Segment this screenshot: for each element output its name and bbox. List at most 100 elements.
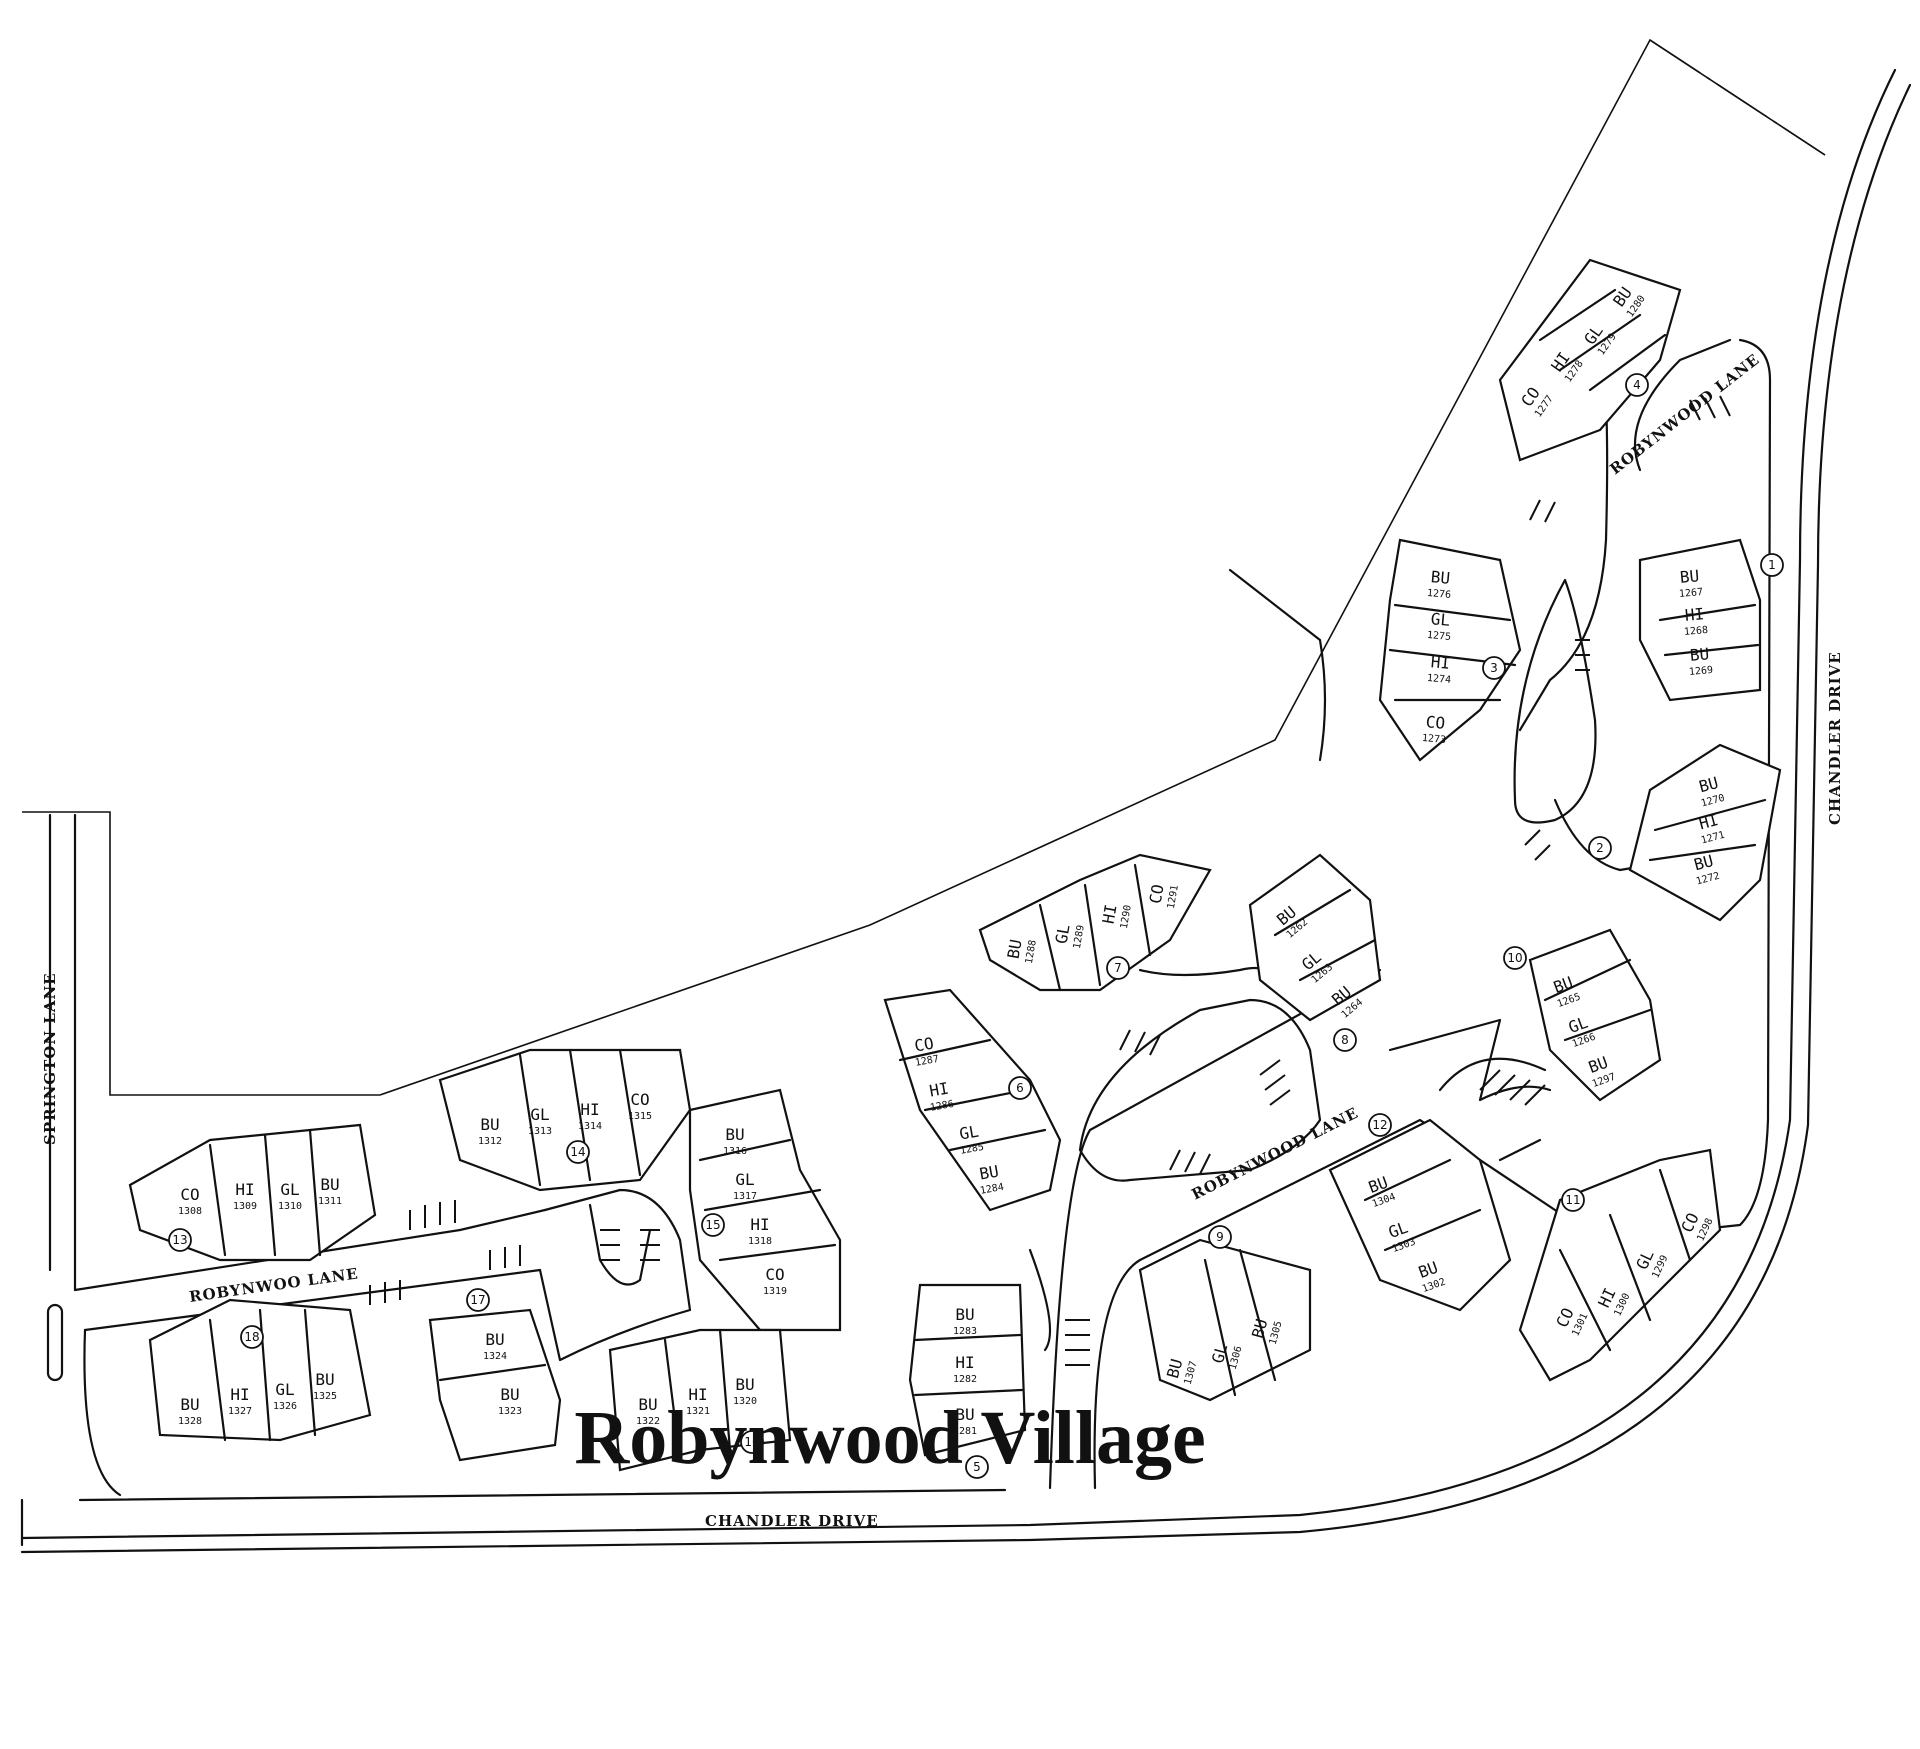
unit-number: 1289 — [1072, 924, 1087, 950]
unit-label: BU 1324 — [483, 1330, 507, 1362]
unit-type: BU — [638, 1395, 657, 1414]
unit-dividers — [208, 288, 1767, 1462]
building-number-marker: 14 — [566, 1140, 590, 1164]
unit-type: CO — [1146, 883, 1168, 905]
unit-type: BU — [485, 1330, 504, 1349]
unit-type: CO — [180, 1185, 199, 1204]
unit-number: 1319 — [763, 1286, 787, 1297]
building-number-marker: 9 — [1208, 1225, 1232, 1249]
building-number: 5 — [973, 1460, 981, 1474]
unit-number: 1309 — [233, 1201, 257, 1212]
building-number: 10 — [1507, 951, 1522, 965]
building-number-circle — [1106, 956, 1130, 980]
unit-number: 1284 — [979, 1182, 1005, 1197]
building-number-circle — [240, 1325, 264, 1349]
unit-type: HI — [1697, 810, 1721, 833]
unit-number: 1316 — [723, 1146, 747, 1157]
street-label-chandler-drive-east: CHANDLER DRIVE — [1826, 651, 1844, 825]
unit-number: 1324 — [483, 1351, 507, 1362]
unit-type: GL — [1208, 1342, 1231, 1366]
unit-type: BU — [725, 1125, 744, 1144]
unit-label: BU 1311 — [318, 1175, 342, 1207]
building-number-circle — [168, 1228, 192, 1252]
unit-number: 1327 — [228, 1406, 252, 1417]
unit-number: 1315 — [628, 1111, 652, 1122]
building-number-circle — [1561, 1188, 1585, 1212]
building-shapes — [128, 258, 1782, 1472]
building-number-circle — [740, 1430, 764, 1454]
building-number: 15 — [705, 1218, 720, 1232]
unit-number: 1321 — [686, 1406, 710, 1417]
unit-type: HI — [230, 1385, 249, 1404]
unit-type: CO — [913, 1034, 935, 1056]
unit-number: 1314 — [578, 1121, 602, 1132]
site-map: ROBYNWOOD LANE ROBYNWOOD LANE ROBYNWOO L… — [20, 38, 1912, 1554]
building-number: 2 — [1596, 841, 1604, 855]
unit-number: 1283 — [953, 1326, 977, 1337]
unit-type: BU — [978, 1162, 1000, 1184]
unit-type: GL — [1430, 609, 1451, 630]
unit-number: 1287 — [914, 1054, 940, 1069]
building-number-circle — [1368, 1113, 1392, 1137]
unit-number: 1288 — [1024, 939, 1039, 965]
building-number-marker: 17 — [466, 1288, 490, 1312]
unit-number: 1285 — [959, 1142, 985, 1157]
unit-type: BU — [1004, 938, 1026, 960]
street-label-chandler-drive-south: CHANDLER DRIVE — [705, 1512, 879, 1530]
unit-type: BU — [1697, 773, 1721, 796]
unit-type: GL — [958, 1122, 980, 1144]
building-number-marker: 16 — [740, 1430, 764, 1454]
unit-type: HI — [928, 1079, 950, 1101]
unit-number: 1326 — [273, 1401, 297, 1412]
unit-number: 1290 — [1119, 904, 1134, 930]
unit-type: HI — [1684, 604, 1705, 625]
unit-type: GL — [530, 1105, 549, 1124]
unit-number: 1308 — [178, 1206, 202, 1217]
unit-number: 1268 — [1684, 625, 1709, 638]
unit-label: BU 1320 — [733, 1375, 757, 1407]
building-number-marker: 8 — [1333, 1028, 1357, 1052]
unit-number: 1325 — [313, 1391, 337, 1402]
unit-number: 1318 — [748, 1236, 772, 1247]
unit-type: HI — [1430, 652, 1451, 673]
unit-number: 1323 — [498, 1406, 522, 1417]
building-number-marker: 3 — [1482, 656, 1506, 680]
building-number-marker: 2 — [1588, 836, 1612, 860]
building-number-circle — [701, 1213, 725, 1237]
unit-number: 1320 — [733, 1396, 757, 1407]
building-number-circle — [1482, 656, 1506, 680]
building-number: 12 — [1372, 1118, 1387, 1132]
building-number: 11 — [1565, 1193, 1580, 1207]
building-number: 16 — [744, 1435, 759, 1449]
building-number-marker: 11 — [1561, 1188, 1585, 1212]
unit-type: BU — [1689, 644, 1710, 665]
building-number: 13 — [172, 1233, 187, 1247]
unit-number: 1311 — [318, 1196, 342, 1207]
unit-type: GL — [1052, 923, 1074, 945]
building-number: 6 — [1016, 1081, 1024, 1095]
unit-number: 1291 — [1166, 884, 1181, 910]
building-number: 3 — [1490, 661, 1498, 675]
unit-type: BU — [735, 1375, 754, 1394]
unit-type: HI — [955, 1353, 974, 1372]
unit-type: GL — [275, 1380, 294, 1399]
unit-type: BU — [320, 1175, 339, 1194]
unit-number: 1310 — [278, 1201, 302, 1212]
